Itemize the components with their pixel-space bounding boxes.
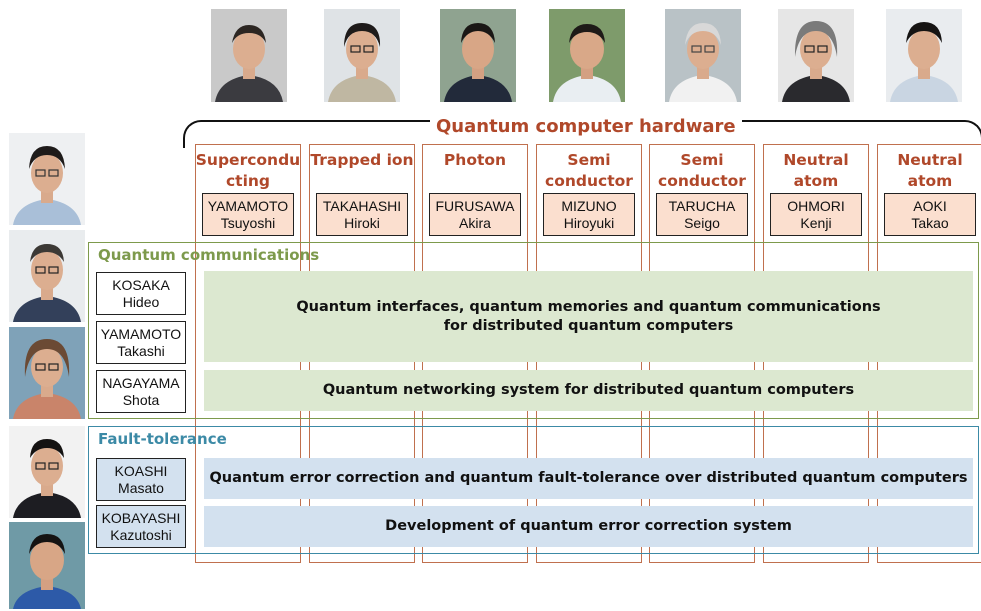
fault-tolerance-bar-error-correction: Quantum error correction and quantum fau… [204,458,973,499]
fault-tolerance-group-frame [88,426,979,554]
member-given-name: Masato [118,480,164,496]
portrait-photo-left-2 [9,230,85,322]
lead-surname: OHMORI [787,198,845,214]
member-given-name: Takashi [117,343,165,359]
lead-given-name: Hiroyuki [563,215,615,231]
lead-surname: FURUSAWA [435,198,515,214]
bar-label: Development of quantum error correction … [385,518,792,534]
hardware-column-label: Supercondu cting [195,151,301,190]
lead-surname: MIZUNO [561,198,617,214]
member-given-name: Shota [122,392,160,408]
member-surname: KOBAYASHI [101,510,181,526]
hardware-column-label: Neutral atom [897,151,963,190]
hardware-title: Quantum computer hardware [430,116,742,138]
bar-label: Quantum error correction and quantum fau… [209,470,968,486]
lead-surname: TAKAHASHI [322,198,402,214]
communications-group-frame [88,242,979,419]
bar-label: Quantum networking system for distribute… [322,382,855,398]
member-box-kosaka: KOSAKA Hideo [96,272,186,315]
portrait-photo-semiconductor-2 [665,9,741,102]
lead-surname: AOKI [913,198,947,214]
lead-given-name: Akira [459,215,491,231]
portrait-photo-left-1 [9,133,85,225]
portrait-photo-superconducting [211,9,287,102]
lead-given-name: Hiroki [344,215,380,231]
lead-given-name: Seigo [684,215,720,231]
member-box-koashi: KOASHI Masato [96,458,186,501]
fault-tolerance-bar-development: Development of quantum error correction … [204,506,973,547]
portrait-photo-photon [440,9,516,102]
hardware-column-label: Semi conductor [658,151,746,190]
hardware-column-label: Photon [443,151,507,169]
lead-surname: TARUCHA [668,198,736,214]
portrait-photo-left-4 [9,426,85,518]
lead-surname: YAMAMOTO [207,198,289,214]
member-surname: KOASHI [114,463,168,479]
fault-tolerance-title: Fault-tolerance [98,430,227,448]
portrait-photo-trapped-ion [324,9,400,102]
lead-given-name: Kenji [800,215,832,231]
communications-bar-networking: Quantum networking system for distribute… [204,370,973,411]
hardware-column-label: Neutral atom [783,151,849,190]
member-box-nagayama: NAGAYAMA Shota [96,370,186,413]
portrait-photo-semiconductor-1 [549,9,625,102]
member-surname: YAMAMOTO [100,326,182,342]
member-box-yamamoto-takashi: YAMAMOTO Takashi [96,321,186,364]
portrait-photo-left-5 [9,522,85,609]
portrait-photo-neutral-atom-2 [886,9,962,102]
member-given-name: Hideo [122,294,160,310]
hardware-column-label: Trapped ion [310,151,414,169]
member-box-kobayashi: KOBAYASHI Kazutoshi [96,505,186,548]
hardware-column-label: Semi conductor [545,151,633,190]
member-surname: KOSAKA [112,277,170,293]
portrait-photo-left-3 [9,327,85,419]
member-surname: NAGAYAMA [102,375,180,391]
lead-given-name: Tsuyoshi [220,215,276,231]
bar-label: Quantum interfaces, quantum memories and… [296,298,881,334]
lead-given-name: Takao [911,215,949,231]
communications-bar-interfaces: Quantum interfaces, quantum memories and… [204,271,973,362]
member-given-name: Kazutoshi [110,527,172,543]
portrait-photo-neutral-atom-1 [778,9,854,102]
communications-title: Quantum communications [98,246,320,264]
